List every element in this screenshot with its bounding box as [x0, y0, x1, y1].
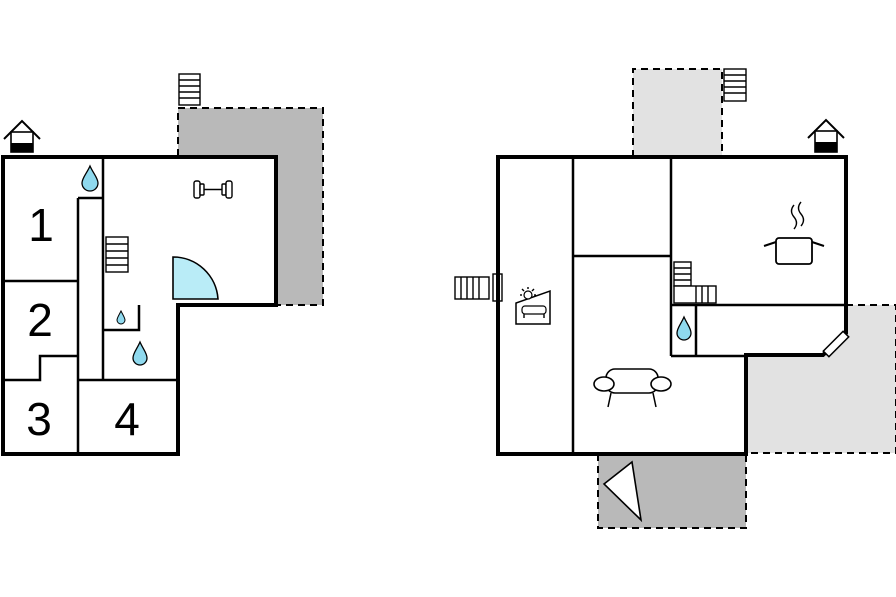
room-number-4: 4 — [114, 393, 140, 445]
stairs-icon — [673, 261, 717, 304]
water-drop-icon — [81, 164, 99, 192]
inner-walls-left — [3, 157, 178, 454]
outer-walls-right — [496, 155, 848, 456]
inner-walls-right — [571, 157, 846, 454]
dumbbell-icon — [193, 180, 233, 199]
left-floor-plan: 1 2 3 4 — [1, 73, 324, 456]
water-drop-icon — [676, 315, 692, 341]
door-icon — [822, 330, 850, 358]
cooking-pot-icon — [763, 201, 825, 265]
house-entrance-icon — [807, 118, 845, 153]
terrace-top-right — [632, 68, 723, 157]
stairs-icon — [105, 236, 129, 273]
sofa-icon — [593, 368, 672, 408]
stairs-icon — [723, 68, 747, 102]
stairs-icon — [178, 73, 201, 106]
outer-walls-left — [1, 155, 278, 456]
terrace-right — [745, 304, 896, 454]
water-drop-icon — [116, 309, 126, 325]
water-drop-icon — [132, 340, 148, 366]
room-number-3: 3 — [26, 393, 52, 445]
stairs-icon — [454, 276, 490, 300]
room-number-2: 2 — [27, 294, 53, 346]
room-number-1: 1 — [28, 199, 54, 251]
sunroom-icon — [515, 287, 551, 325]
fireplace-icon — [602, 460, 643, 523]
right-floor-plan — [454, 68, 896, 529]
shower-icon — [172, 256, 219, 300]
house-entrance-icon — [3, 119, 41, 153]
